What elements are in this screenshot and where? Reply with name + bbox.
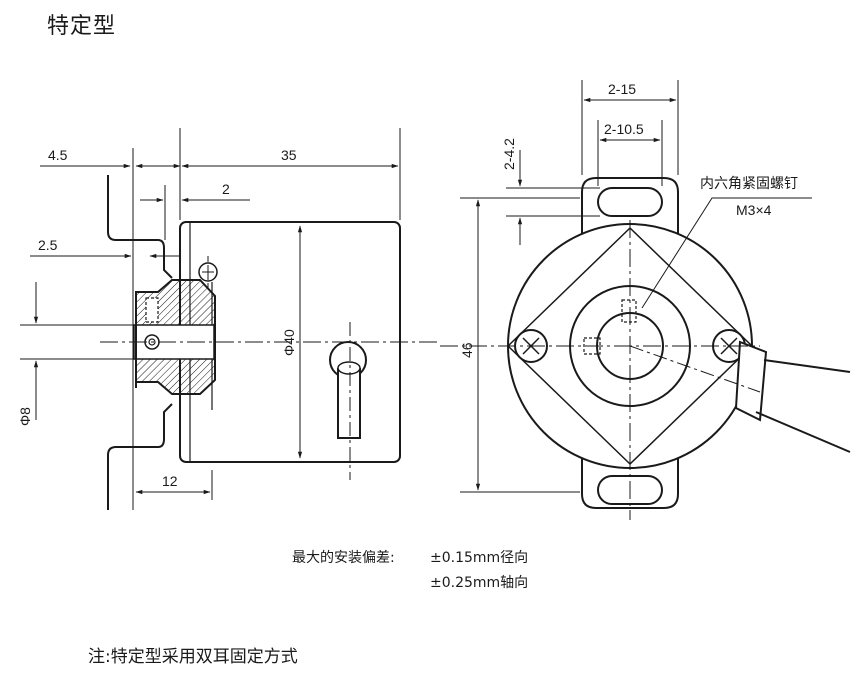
mount-plate — [107, 175, 173, 510]
dim-2-5: 2.5 — [38, 237, 58, 253]
dim-4-5: 4.5 — [48, 147, 68, 163]
cable-out — [755, 359, 851, 453]
front-view — [440, 177, 851, 520]
dim-46: 46 — [459, 342, 475, 358]
tolerance-label: 最大的安装偏差: — [292, 550, 395, 566]
dim-35: 35 — [281, 147, 297, 163]
tolerance-radial: ±0.15mm径向 — [430, 550, 529, 566]
front-view-dimensions — [460, 80, 812, 493]
screw-spec: M3×4 — [736, 202, 772, 218]
side-view-dimensions — [20, 128, 401, 510]
cable-gland — [734, 340, 768, 422]
ear-upper — [581, 177, 679, 238]
dim-phi40: Φ40 — [281, 329, 297, 356]
dim-12: 12 — [162, 473, 178, 489]
dim-2: 2 — [222, 181, 230, 197]
dim-phi8: Φ8 — [17, 407, 33, 426]
page-title: 特定型 — [47, 14, 117, 39]
side-view — [100, 175, 440, 510]
mounting-note: 注:特定型采用双耳固定方式 — [88, 647, 298, 667]
screw-label: 内六角紧固螺钉 — [700, 175, 798, 191]
dim-2-4-2: 2-4.2 — [501, 138, 517, 170]
cable — [337, 368, 361, 439]
dim-2-10-5: 2-10.5 — [604, 121, 644, 137]
dim-2-15: 2-15 — [608, 81, 636, 97]
tolerance-axial: ±0.25mm轴向 — [430, 575, 529, 591]
ear-lower — [581, 448, 679, 509]
